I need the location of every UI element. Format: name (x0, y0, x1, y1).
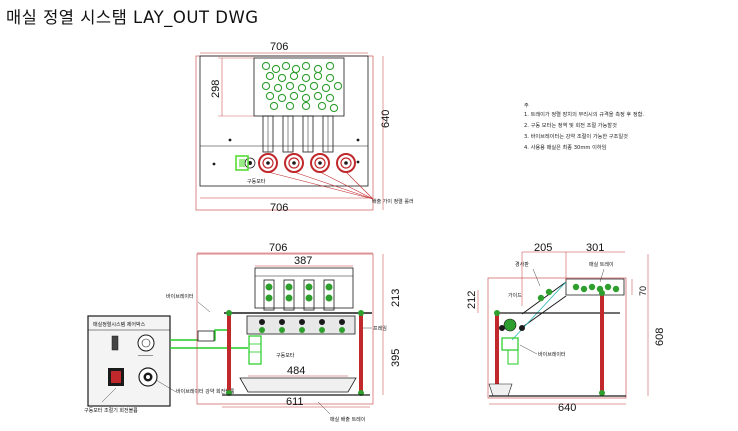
note-3: 3. 바이브레이터는 강약 조절이 가능한 구조일것 (524, 132, 628, 140)
plum (285, 81, 295, 91)
front-motor (248, 335, 262, 365)
plum (313, 71, 323, 81)
note-2: 2. 구동 모터는 정역 및 회전 조절 가능할것 (524, 121, 617, 129)
control-switch-label: 바이브레이터 강약 회전볼륨 (176, 388, 235, 395)
plum (301, 73, 311, 83)
front-dim-base: 611 (286, 396, 304, 408)
control-box-title: 매실정렬시스템 제어박스 (93, 321, 146, 328)
side-guide-label: 가이드 (508, 292, 522, 299)
front-dim-width-top: 706 (269, 242, 287, 254)
top-motor-label: 구동모타 (247, 178, 266, 185)
roller-2 (284, 153, 304, 173)
plum (321, 83, 331, 93)
side-vibrator (501, 337, 519, 351)
plum (297, 83, 307, 93)
front-vibrator-label: 바이브레이터 (166, 293, 194, 300)
gate-leaders (267, 171, 374, 200)
plum (277, 93, 287, 103)
front-leg-right (359, 313, 363, 393)
plum (273, 83, 283, 93)
plum (265, 91, 275, 101)
roller-group (244, 153, 356, 173)
plum (313, 64, 323, 74)
side-hopper (565, 278, 625, 296)
notes: 주 1. 트레이가 정렬 장치의 부리시의 규격을 측정 후 정함. 2. 구동… (524, 102, 644, 151)
notes-heading: 주 (524, 102, 529, 109)
wire-vibrator (170, 329, 228, 341)
plum (277, 73, 287, 83)
side-dim-left-height: 212 (466, 291, 478, 309)
plum (325, 93, 335, 103)
top-dim-width-top: 706 (270, 41, 288, 53)
roller-1 (258, 153, 278, 173)
gauge-caption: ───── (137, 353, 154, 359)
plum (301, 101, 311, 111)
plum (333, 81, 343, 91)
front-tray-label: 매실 배출 트레이 (330, 416, 365, 423)
plum (289, 71, 299, 81)
plum (285, 101, 295, 111)
front-roller-bolts (259, 319, 345, 333)
top-view-dimension-box (195, 55, 374, 211)
front-motor-label: 구동모타 (276, 352, 295, 359)
top-view: 구동모타 배출 가이 정렬 롤러 706 298 640 706 (195, 41, 414, 214)
plum (271, 64, 281, 74)
gauge-dial (137, 334, 155, 352)
top-view-frame (199, 55, 369, 187)
front-dim-tray: 484 (287, 365, 305, 377)
top-dim-total-height: 640 (380, 110, 392, 128)
front-tray (239, 377, 357, 393)
side-dim-total-height: 608 (654, 328, 666, 346)
roller-3 (310, 153, 330, 173)
side-dim-right-height: 70 (638, 286, 648, 296)
front-view: 바이브레이터 구동모타 프레임 매실 배출 트레이 706 387 213 39… (166, 242, 402, 423)
plum (289, 91, 299, 101)
front-lanes (263, 279, 335, 311)
plum (313, 91, 323, 101)
control-box: 매실정렬시스템 제어박스 ───── 구동모터 조절기 회전볼륨 바이브레이터 … (84, 315, 235, 414)
plum (301, 61, 311, 71)
plum (325, 61, 335, 71)
side-view: 바이브레이터 경사판 매실 트레이 가이드 205 301 212 70 608… (466, 242, 666, 414)
control-knob-label: 구동모터 조절기 회전볼륨 (84, 407, 138, 414)
side-dim-base: 640 (558, 402, 576, 414)
note-4: 4. 사용용 매실은 최종 30mm 이하임 (524, 143, 607, 151)
page-title: 매실 정열 시스탬 LAY_OUT DWG (6, 8, 259, 27)
plum (329, 103, 339, 113)
front-dim-inner: 387 (294, 255, 312, 267)
side-vibrator-label: 바이브레이터 (538, 351, 566, 358)
front-frame-label: 프레임 (373, 325, 387, 332)
top-dim-width-bottom: 706 (270, 202, 288, 214)
side-dim-hopper: 301 (586, 242, 604, 254)
hopper-outline (253, 57, 345, 117)
plum (317, 101, 327, 111)
front-leg-left (227, 313, 231, 393)
plum (281, 61, 291, 71)
front-vibrator (197, 330, 215, 342)
top-gate-label: 배출 가이 정렬 롤러 (372, 198, 414, 205)
side-plums (572, 283, 620, 293)
front-dim-lower-height: 395 (390, 349, 402, 367)
plum (261, 81, 271, 91)
side-hopper-label: 매실 트레이 (589, 261, 614, 268)
plum (325, 73, 335, 83)
drive-motor (235, 155, 249, 171)
front-roller-unit (246, 315, 356, 335)
roller-4 (336, 153, 356, 173)
plum (309, 81, 319, 91)
power-switch[interactable] (111, 335, 119, 351)
top-dim-hopper-height: 298 (210, 80, 222, 98)
plum (265, 71, 275, 81)
plum (269, 101, 279, 111)
plum (261, 61, 271, 71)
plum (291, 64, 301, 74)
front-dim-upper-height: 213 (390, 289, 402, 307)
chute-lanes (262, 115, 334, 153)
hopper-plums (261, 61, 343, 113)
plum (301, 93, 311, 103)
note-1: 1. 트레이가 정렬 장치의 부리시의 규격을 측정 후 정함. (524, 110, 644, 118)
side-dim-chute: 205 (534, 242, 552, 254)
